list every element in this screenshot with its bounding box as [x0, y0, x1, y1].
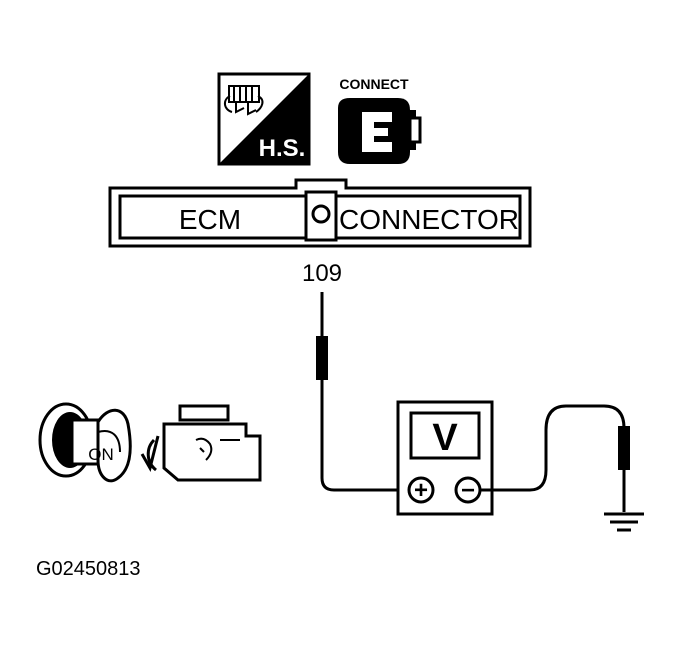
positive-terminal: [407, 476, 435, 504]
engine-icon: [140, 404, 262, 482]
voltmeter-label: V: [432, 417, 458, 459]
probe-lead-positive: [316, 292, 404, 492]
probe-lead-ground: [480, 404, 630, 512]
connector-label: CONNECTOR: [339, 204, 519, 235]
harness-connector-icon: H.S.: [217, 72, 311, 166]
terminal-pin: [311, 204, 331, 224]
connect-label: CONNECT: [339, 76, 409, 92]
voltmeter: V + −: [396, 400, 494, 516]
connect-connector-icon: CONNECT: [338, 76, 422, 164]
ignition-key-icon: ON: [38, 402, 132, 483]
figure-id: G02450813: [36, 558, 141, 580]
key-label: ON: [88, 445, 114, 464]
harness-label: H.S.: [259, 135, 306, 162]
negative-symbol: −: [461, 477, 475, 504]
ecm-label: ECM: [179, 204, 241, 235]
ecm-connector: ECM CONNECTOR: [108, 178, 532, 248]
positive-symbol: +: [414, 477, 428, 504]
ground-icon: [604, 512, 644, 532]
terminal-number: 109: [302, 260, 342, 287]
